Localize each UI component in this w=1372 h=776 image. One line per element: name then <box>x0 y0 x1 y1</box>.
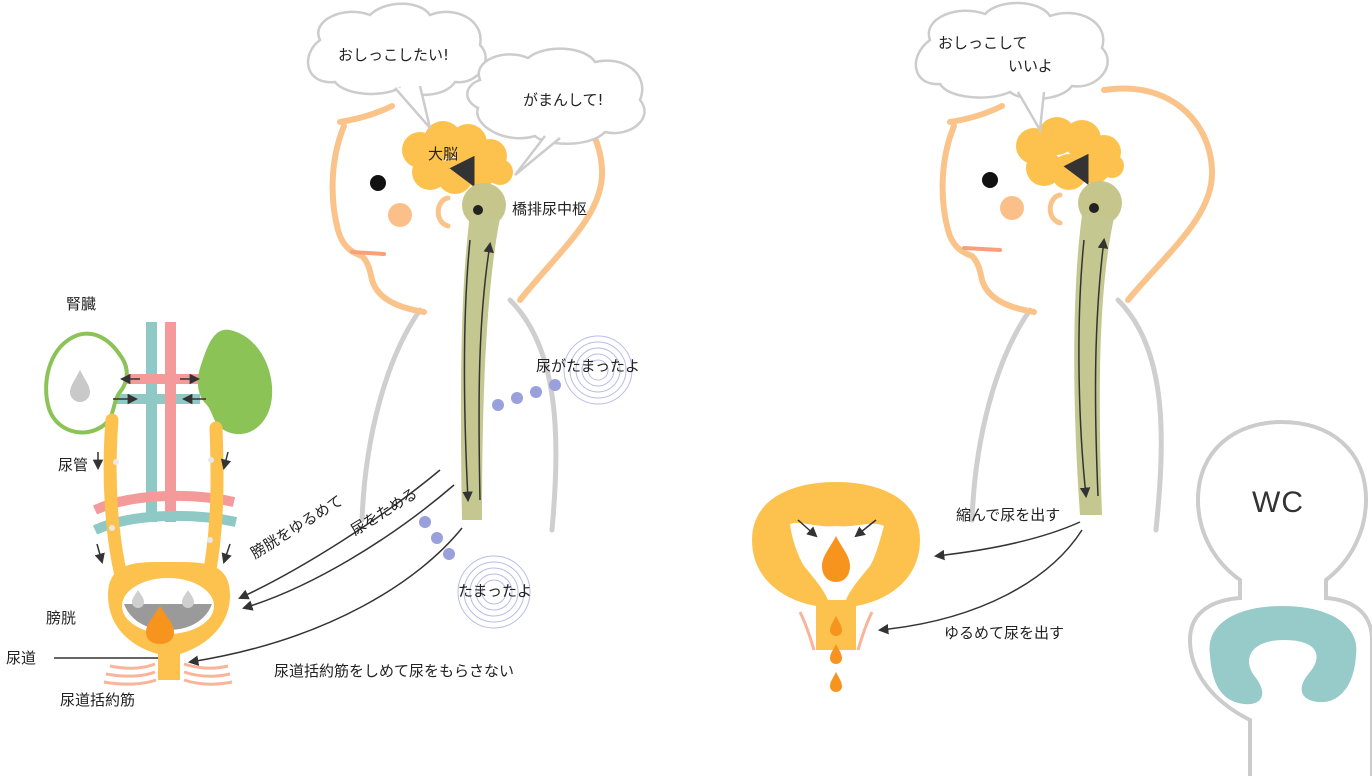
signal-full-dots <box>492 379 561 411</box>
right-sphincter <box>798 611 874 651</box>
right-spinal-down-arrow <box>1078 239 1091 499</box>
right-body-outline <box>969 297 1164 533</box>
signal-full-label: 尿がたまったよ <box>536 357 640 375</box>
bubble-ok-line1: おしっこして <box>938 34 1028 52</box>
kidney-label: 腎臓 <box>66 295 97 313</box>
right-brain <box>1016 117 1124 190</box>
arrow-loosen <box>877 529 1083 635</box>
kidney-arrows <box>113 373 206 405</box>
right-spinal-cord <box>1074 215 1114 515</box>
signal-full-ripple <box>563 335 633 405</box>
bubble-ok-to-pee <box>914 1 1109 134</box>
right-spinal-up-arrow <box>1094 237 1109 497</box>
bladder-drops <box>132 590 194 608</box>
left-body-outline <box>359 297 559 533</box>
left-ear <box>435 195 451 229</box>
ureter-arrows <box>92 451 232 565</box>
toilet-outline <box>1187 419 1372 776</box>
signal-filled-dots <box>419 516 455 560</box>
right-mouth <box>962 246 1002 252</box>
sphincter-right <box>183 662 233 686</box>
arrow-contract <box>933 521 1081 561</box>
ureter-right <box>201 421 224 587</box>
arrow-relax-bladder-2 <box>241 484 455 611</box>
bladder-label: 膀胱 <box>46 609 77 627</box>
vessel-vein <box>108 322 200 522</box>
loosen-label: ゆるめて尿を出す <box>944 624 1065 642</box>
contract-label: 縮んで尿を出す <box>956 506 1061 524</box>
left-spinal-up-arrow <box>478 241 494 501</box>
urine-drop-bladder <box>146 606 174 644</box>
ureter-drops <box>109 457 214 543</box>
toilet-seat <box>1209 606 1357 705</box>
signal-filled-label: たまったよ <box>458 582 532 600</box>
right-cheek <box>1000 196 1024 220</box>
right-brain-to-pons-arrow <box>1063 153 1089 186</box>
left-eye <box>370 175 386 191</box>
left-cheek <box>388 203 412 227</box>
pons-center-label: 橋排尿中枢 <box>512 200 588 218</box>
urethra-label: 尿道 <box>6 649 37 667</box>
left-pons-dot <box>473 205 483 215</box>
signal-filled-ripple <box>457 555 531 629</box>
tighten-sphincter-label: 尿道括約筋をしめて尿をもらさない <box>274 662 515 680</box>
ureter-label: 尿管 <box>58 456 89 474</box>
bubble-hold-it <box>466 47 646 176</box>
arrow-relax-bladder-1 <box>238 469 441 600</box>
right-pons-dot <box>1089 203 1099 213</box>
urine-drop-right-bladder <box>822 536 850 582</box>
left-brain-to-pons-arrow <box>449 155 475 188</box>
toilet-label: WC <box>1252 486 1304 519</box>
urine-drop-kidney <box>70 370 90 402</box>
right-eye <box>982 172 998 188</box>
bubble-ok-line2: いいよ <box>1008 57 1053 75</box>
vessel-artery <box>108 322 200 522</box>
ureter-left <box>103 413 129 587</box>
right-urine-stream <box>830 616 842 692</box>
bubble-want-to-pee-text: おしっこしたい! <box>338 46 450 64</box>
right-pons <box>1078 181 1122 225</box>
bubble-hold-it-text: がまんして! <box>523 91 604 109</box>
kidney-right <box>197 329 273 435</box>
left-spinal-cord <box>460 215 500 520</box>
right-ear <box>1047 192 1063 226</box>
right-head-outline <box>939 85 1216 315</box>
bladder-urine <box>124 604 212 630</box>
brain-label: 大脳 <box>428 145 459 163</box>
left-spinal-down-arrow <box>462 239 473 503</box>
arrow-tighten-sphincter <box>187 527 463 666</box>
bubble-want-to-pee <box>306 2 487 129</box>
left-mouth <box>350 250 386 256</box>
right-bladder-arrows <box>797 519 877 538</box>
sphincter-label: 尿道括約筋 <box>60 691 136 709</box>
sphincter-left <box>103 662 157 686</box>
